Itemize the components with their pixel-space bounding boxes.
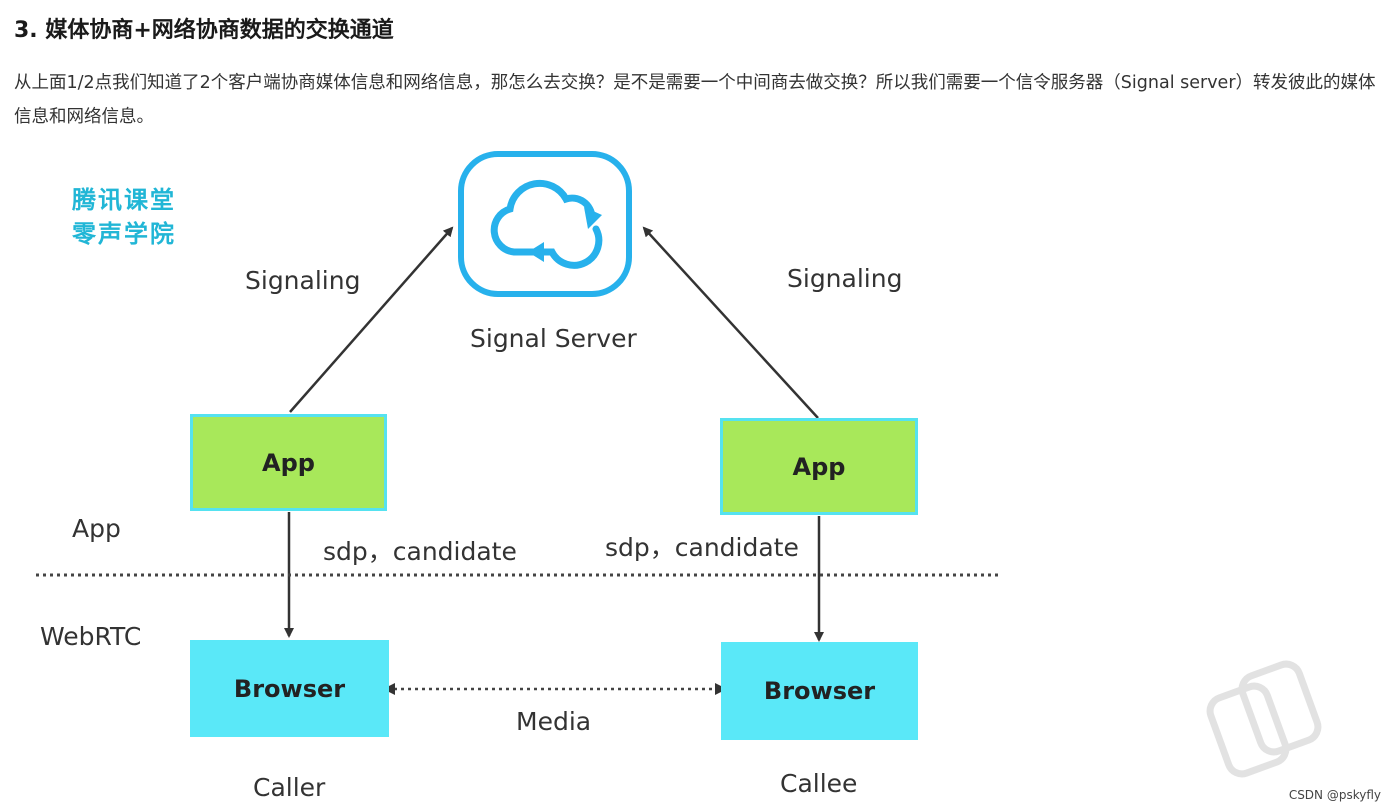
signaling-arrow-right (642, 226, 819, 419)
right-app-box: App (720, 418, 918, 515)
sdp-label-left: sdp，candidate (323, 537, 517, 566)
signaling-arrow-left (289, 226, 454, 413)
signaling-label-left: Signaling (245, 266, 361, 295)
webrtc-layer-label: WebRTC (40, 622, 142, 651)
brand-line-2: 零声学院 (72, 220, 176, 248)
sdp-label-right: sdp，candidate (605, 533, 799, 562)
signaling-label-right: Signaling (787, 264, 903, 293)
caller-label: Caller (253, 773, 326, 802)
left-app-box: App (190, 414, 387, 511)
media-label: Media (516, 707, 592, 736)
right-browser-box: Browser (721, 642, 918, 740)
csdn-credit: CSDN @pskyfly (1288, 788, 1381, 802)
app-layer-label: App (72, 514, 121, 543)
intro-paragraph: 从上面1/2点我们知道了2个客户端协商媒体信息和网络信息，那怎么去交换？是不是需… (14, 73, 1376, 127)
signal-server-box (458, 151, 632, 297)
callee-label: Callee (780, 769, 858, 798)
section-heading: 3. 媒体协商+网络协商数据的交换通道 (14, 18, 394, 43)
signal-server-label: Signal Server (470, 324, 637, 353)
left-browser-box: Browser (190, 640, 389, 737)
cloud-sync-icon (490, 179, 603, 269)
brand-line-1: 腾讯课堂 (72, 186, 176, 214)
